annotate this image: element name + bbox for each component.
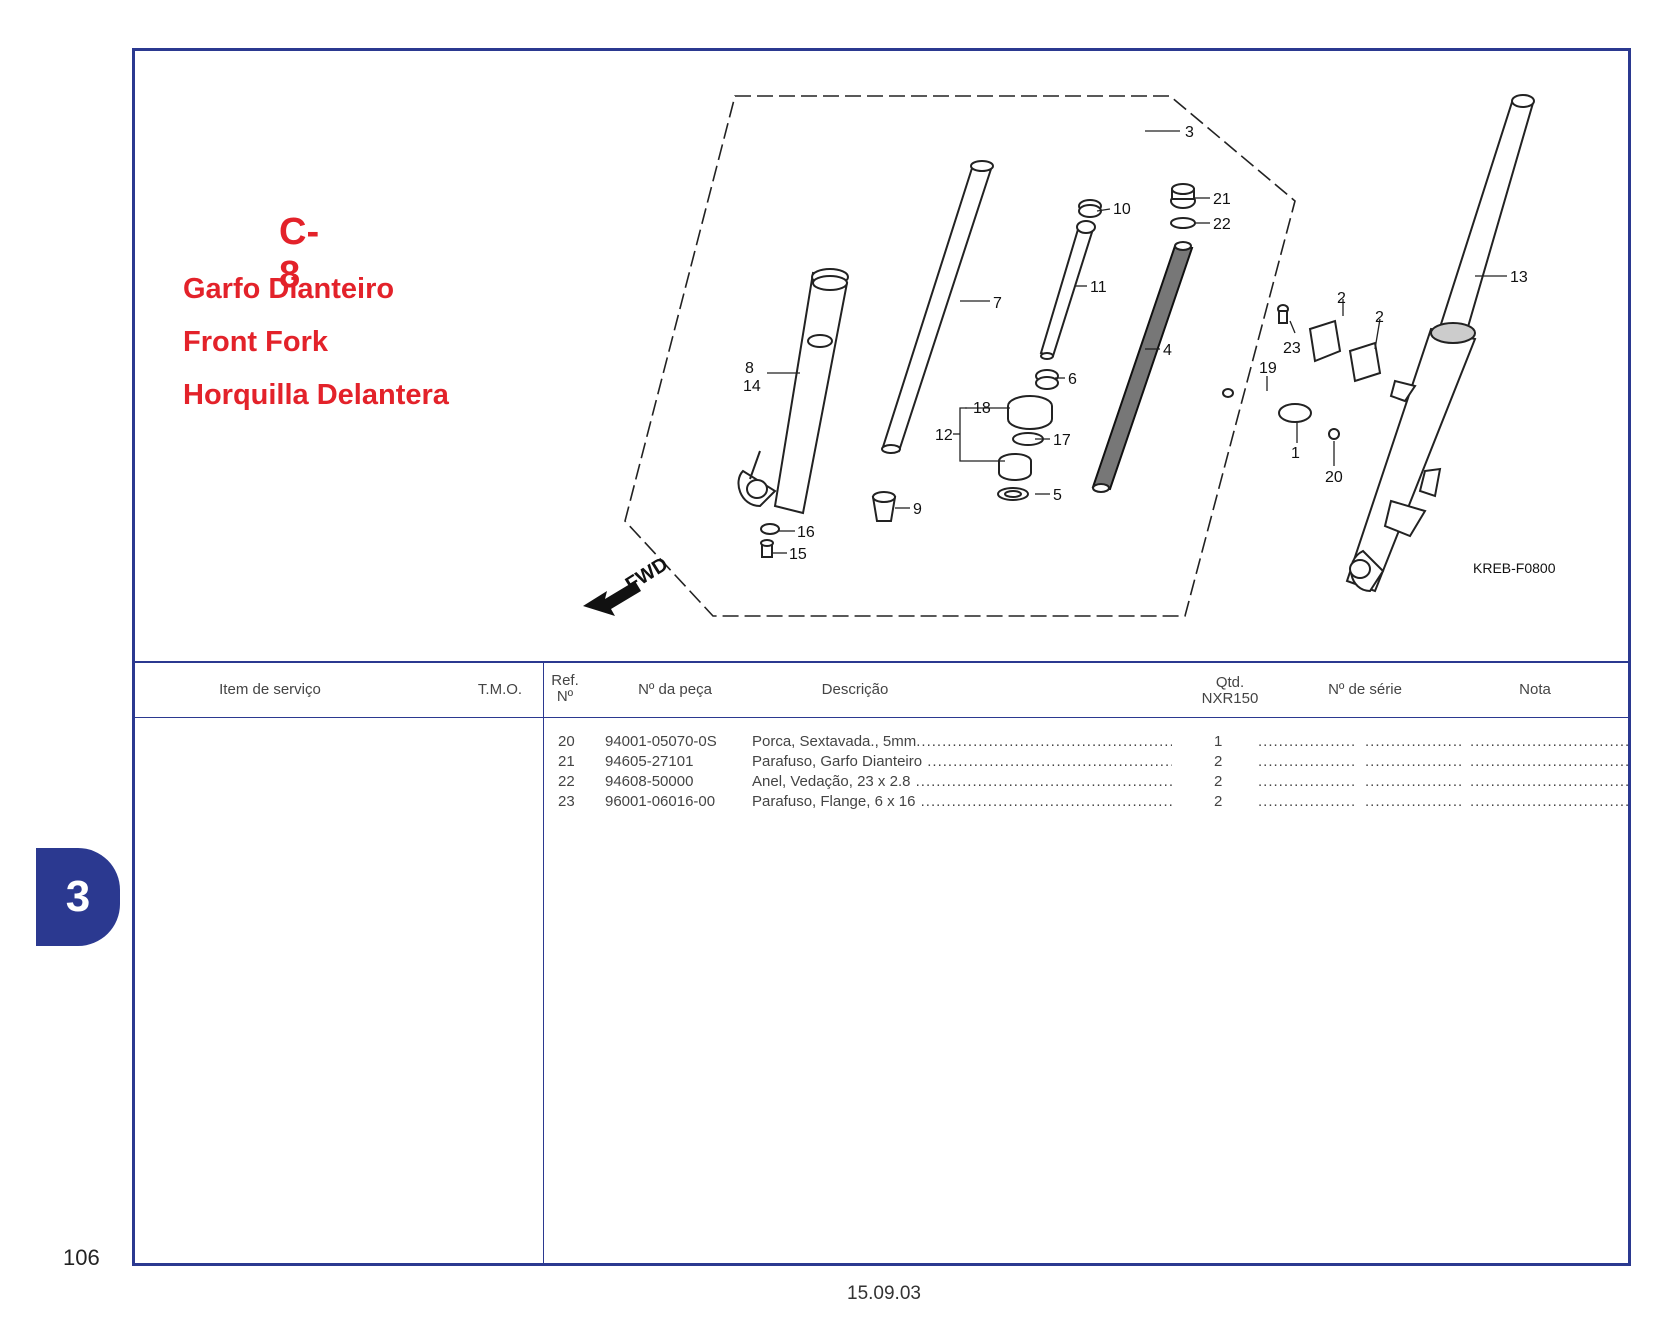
part-fork-pipe [881,160,994,454]
page-number: 106 [63,1245,100,1270]
row-description: Anel, Vedação, 23 x 2.8 [752,773,911,790]
fwd-arrow-icon [583,581,641,616]
assembly-boundary [624,95,1296,617]
header-qty-line2: NXR150 [1201,690,1259,707]
table-row: 23 96001-06016-00 Parafuso, Flange, 6 x … [558,793,1631,810]
row-ref: 20 [558,733,575,750]
callout-17: 17 [1053,432,1071,449]
part-socket-bolt [760,539,774,558]
row-ref: 21 [558,753,575,770]
header-tmo: T.M.O. [477,681,523,698]
revision-date: 15.09.03 [847,1283,921,1304]
callout-labels: 3 7 11 4 6 8 14 10 21 22 13 2 2 1 19 20 … [743,124,1528,563]
part-fork-bolt [1170,183,1196,229]
header-service-item: Item de serviço [219,681,321,698]
callout-21: 21 [1213,191,1231,208]
section-code: C-8 [279,211,320,296]
row-quantity: 2 [1214,793,1223,810]
callout-14: 14 [743,378,761,395]
callout-11: 11 [1090,279,1107,296]
callout-5: 7 [993,295,1002,312]
header-quantity: Qtd. NXR150 [1190,675,1270,707]
row-part-number: 94608-50000 [605,773,694,790]
part-fork-spring [1091,241,1194,493]
header-note: Nota [1519,681,1551,698]
part-right-fork-assembly [1345,94,1535,593]
row-quantity: 2 [1214,773,1223,790]
callout-13: 13 [1510,269,1528,286]
fwd-label: FWD [622,553,672,596]
callout-16: 16 [797,524,815,541]
header-serial: Nº de série [1328,681,1402,698]
row-part-number: 94605-27101 [605,753,694,770]
row-part-number: 94001-05070-0S [605,733,717,750]
header-ref-line2: Nº [556,688,574,705]
callout-22: 22 [1213,216,1231,233]
header-ref-line1: Ref. [551,672,579,689]
title-spanish: Horquilla Delantera [183,379,449,411]
callout-10: 10 [1113,201,1131,218]
callout-20: 20 [1325,469,1343,486]
part-sealing-washer [760,523,780,535]
callout-leader-lines [767,130,1507,554]
callout-8: 8 [745,360,754,377]
callout-9: 9 [913,501,922,518]
table-row: 21 94605-27101 Parafuso, Garfo Dianteiro… [558,753,1631,770]
header-part-number: Nº da peça [638,681,712,698]
diagram-code: KREB-F0800 [1473,560,1556,576]
callout-4: 4 [1163,342,1172,359]
row-description: Parafuso, Flange, 6 x 16 [752,793,916,810]
part-bottom-case [737,268,849,515]
table-row: 20 94001-05070-0S Porca, Sextavada., 5mm… [558,733,1631,750]
callout-12: 12 [935,427,953,444]
row-part-number: 96001-06016-00 [605,793,716,810]
callout-2a: 2 [1337,290,1346,307]
diagram-area: C-8 Garfo Dianteiro Front Fork Horquilla… [135,51,1628,661]
header-description: Descrição [821,681,889,698]
row-ref: 22 [558,773,575,790]
table-row: 22 94608-50000 Anel, Vedação, 23 x 2.8 .… [558,773,1631,790]
callout-7: 6 [1068,371,1077,388]
chapter-tab: 3 [36,848,120,946]
row-quantity: 1 [1214,733,1223,750]
callout-3: 3 [1185,124,1194,141]
title-portuguese: Garfo Dianteiro [183,273,395,305]
exploded-parts-diagram: FWD [583,94,1556,617]
callout-6: 5 [1053,487,1062,504]
row-description: Porca, Sextavada., 5mm [752,733,917,750]
callout-23: 23 [1283,340,1301,357]
table-header-top-rule [135,661,1628,663]
callout-18: 18 [973,400,991,417]
page-frame: C-8 Garfo Dianteiro Front Fork Horquilla… [132,48,1631,1266]
part-fork-piston [1039,220,1096,360]
header-ref: Ref. Nº [545,673,585,705]
callout-19: 19 [1259,360,1277,377]
table-header-bottom-rule [135,717,1628,718]
part-oil-lock-piece [871,491,897,522]
part-oil-seal [997,395,1053,501]
part-brake-hose-clamp [1222,304,1382,440]
row-description: Parafuso, Garfo Dianteiro [752,753,923,770]
callout-2b: 2 [1375,309,1384,326]
row-ref: 23 [558,793,575,810]
header-qty-line1: Qtd. [1215,674,1245,691]
title-english: Front Fork [183,326,328,358]
callout-15: 15 [789,546,807,563]
column-divider [543,661,544,1263]
callout-1: 1 [1291,445,1300,462]
row-quantity: 2 [1214,753,1223,770]
